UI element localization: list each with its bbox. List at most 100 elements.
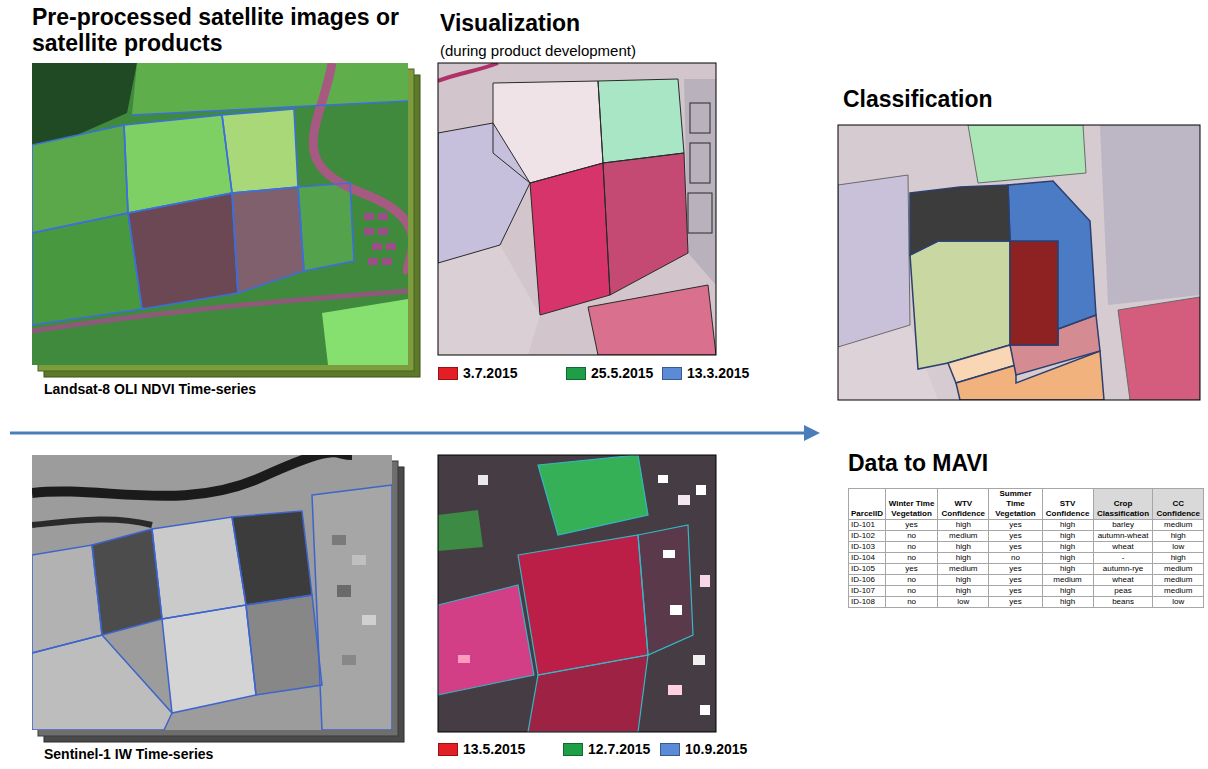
table-cell: yes (989, 575, 1042, 586)
building (337, 585, 351, 597)
parcel-outline (32, 213, 142, 325)
field-area (312, 485, 392, 730)
table-header: CC Confidence (1153, 489, 1204, 520)
classified-parcels (910, 181, 1104, 400)
parcel-outline (232, 511, 312, 605)
house (372, 243, 382, 250)
table-cell: low (1153, 542, 1204, 553)
table-cell: yes (989, 586, 1042, 597)
table-header: WTV Confidence (938, 489, 989, 520)
table-cell: ID-107 (849, 586, 886, 597)
table-cell: barley (1093, 520, 1153, 531)
parcel-outline (232, 187, 304, 293)
field-area (518, 535, 648, 675)
image-border (438, 455, 716, 732)
legend-date: 3.7.2015 (463, 364, 518, 383)
table-cell: no (886, 586, 938, 597)
parcel-outline (32, 545, 102, 653)
table-cell: no (989, 553, 1042, 564)
table-row: ID-105yesmediumyeshighautumn-ryemedium (849, 564, 1204, 575)
house (378, 213, 388, 220)
building (362, 615, 376, 625)
field-area (1100, 125, 1200, 305)
field-area (438, 245, 540, 355)
classified-parcel (1010, 241, 1058, 345)
table-cell: ID-108 (849, 597, 886, 608)
parcel-outline (152, 517, 246, 619)
house (368, 258, 378, 265)
table-cell: high (1042, 597, 1093, 608)
legend-date: 12.7.2015 (588, 740, 650, 759)
parcel-outline (538, 455, 648, 535)
parcel-outline (1118, 297, 1200, 400)
image-ground (32, 63, 408, 365)
legend-date: 13.3.2015 (687, 364, 749, 383)
image-panel: Classification (836, 86, 1204, 402)
table-cell: ID-103 (849, 542, 886, 553)
table-cell: no (886, 575, 938, 586)
table-header: ParcelID (849, 489, 886, 520)
speckle (458, 655, 470, 663)
table-cell: ID-106 (849, 575, 886, 586)
table-cell: high (1042, 553, 1093, 564)
field-area (92, 529, 162, 635)
field-area (968, 125, 1086, 183)
field-area (530, 163, 610, 315)
table-row: ID-102nomediumyeshighautumn-wheathigh (849, 531, 1204, 542)
field-area (684, 79, 716, 285)
field-area (1118, 297, 1200, 400)
table-cell: medium (1153, 520, 1204, 531)
field-area (638, 525, 693, 655)
speckle (670, 605, 682, 615)
table-cell: low (938, 597, 989, 608)
field-area (152, 517, 246, 619)
table-cell: ID-104 (849, 553, 886, 564)
table-cell: high (1153, 531, 1204, 542)
speckle (700, 575, 710, 587)
parcel-outline (162, 605, 256, 713)
flow-arrow-line (10, 432, 806, 435)
field-area (438, 510, 483, 551)
parcel-outline (246, 595, 322, 695)
table-cell: medium (1153, 564, 1204, 575)
image-ground (438, 63, 716, 355)
table-header: STV Confidence (1042, 489, 1093, 520)
image-stack-panel: Pre-processed satellite images or satell… (30, 4, 422, 400)
field-area (132, 63, 408, 115)
image-caption: Landsat-8 OLI NDVI Time-series (44, 381, 414, 397)
ndvi-composite-image (438, 63, 716, 355)
field-area (128, 193, 238, 309)
table-cell: medium (938, 564, 989, 575)
building (352, 555, 366, 565)
table-cell: high (1042, 564, 1093, 575)
road (438, 63, 498, 81)
table-header: Crop Classification (1093, 489, 1153, 520)
field-area (838, 175, 910, 347)
table-cell: high (1042, 542, 1093, 553)
table-cell: ID-102 (849, 531, 886, 542)
table-header: Summer Time Vegetation (989, 489, 1042, 520)
legend-date: 25.5.2015 (591, 364, 653, 383)
table-cell: no (886, 531, 938, 542)
parcel-outlines (32, 101, 408, 325)
road (32, 291, 408, 331)
table-cell: yes (989, 531, 1042, 542)
section-heading: Data to MAVI (848, 450, 988, 476)
speckle (696, 485, 706, 495)
classification-image (838, 125, 1200, 400)
speckle (478, 475, 488, 485)
table-cell: high (1042, 586, 1093, 597)
house (386, 243, 396, 250)
field-area (232, 187, 304, 293)
image-ground (838, 125, 1200, 400)
image-caption: Sentinel-1 IW Time-series (44, 746, 404, 762)
house (364, 213, 374, 220)
image-ground (438, 455, 716, 732)
legend-swatch (660, 743, 680, 756)
field-area (603, 153, 688, 295)
parcel-outline (438, 123, 530, 263)
parcel-outline (688, 193, 712, 233)
parcel-outline (92, 529, 162, 635)
flow-arrow-head (804, 425, 820, 441)
field-area (162, 605, 256, 713)
